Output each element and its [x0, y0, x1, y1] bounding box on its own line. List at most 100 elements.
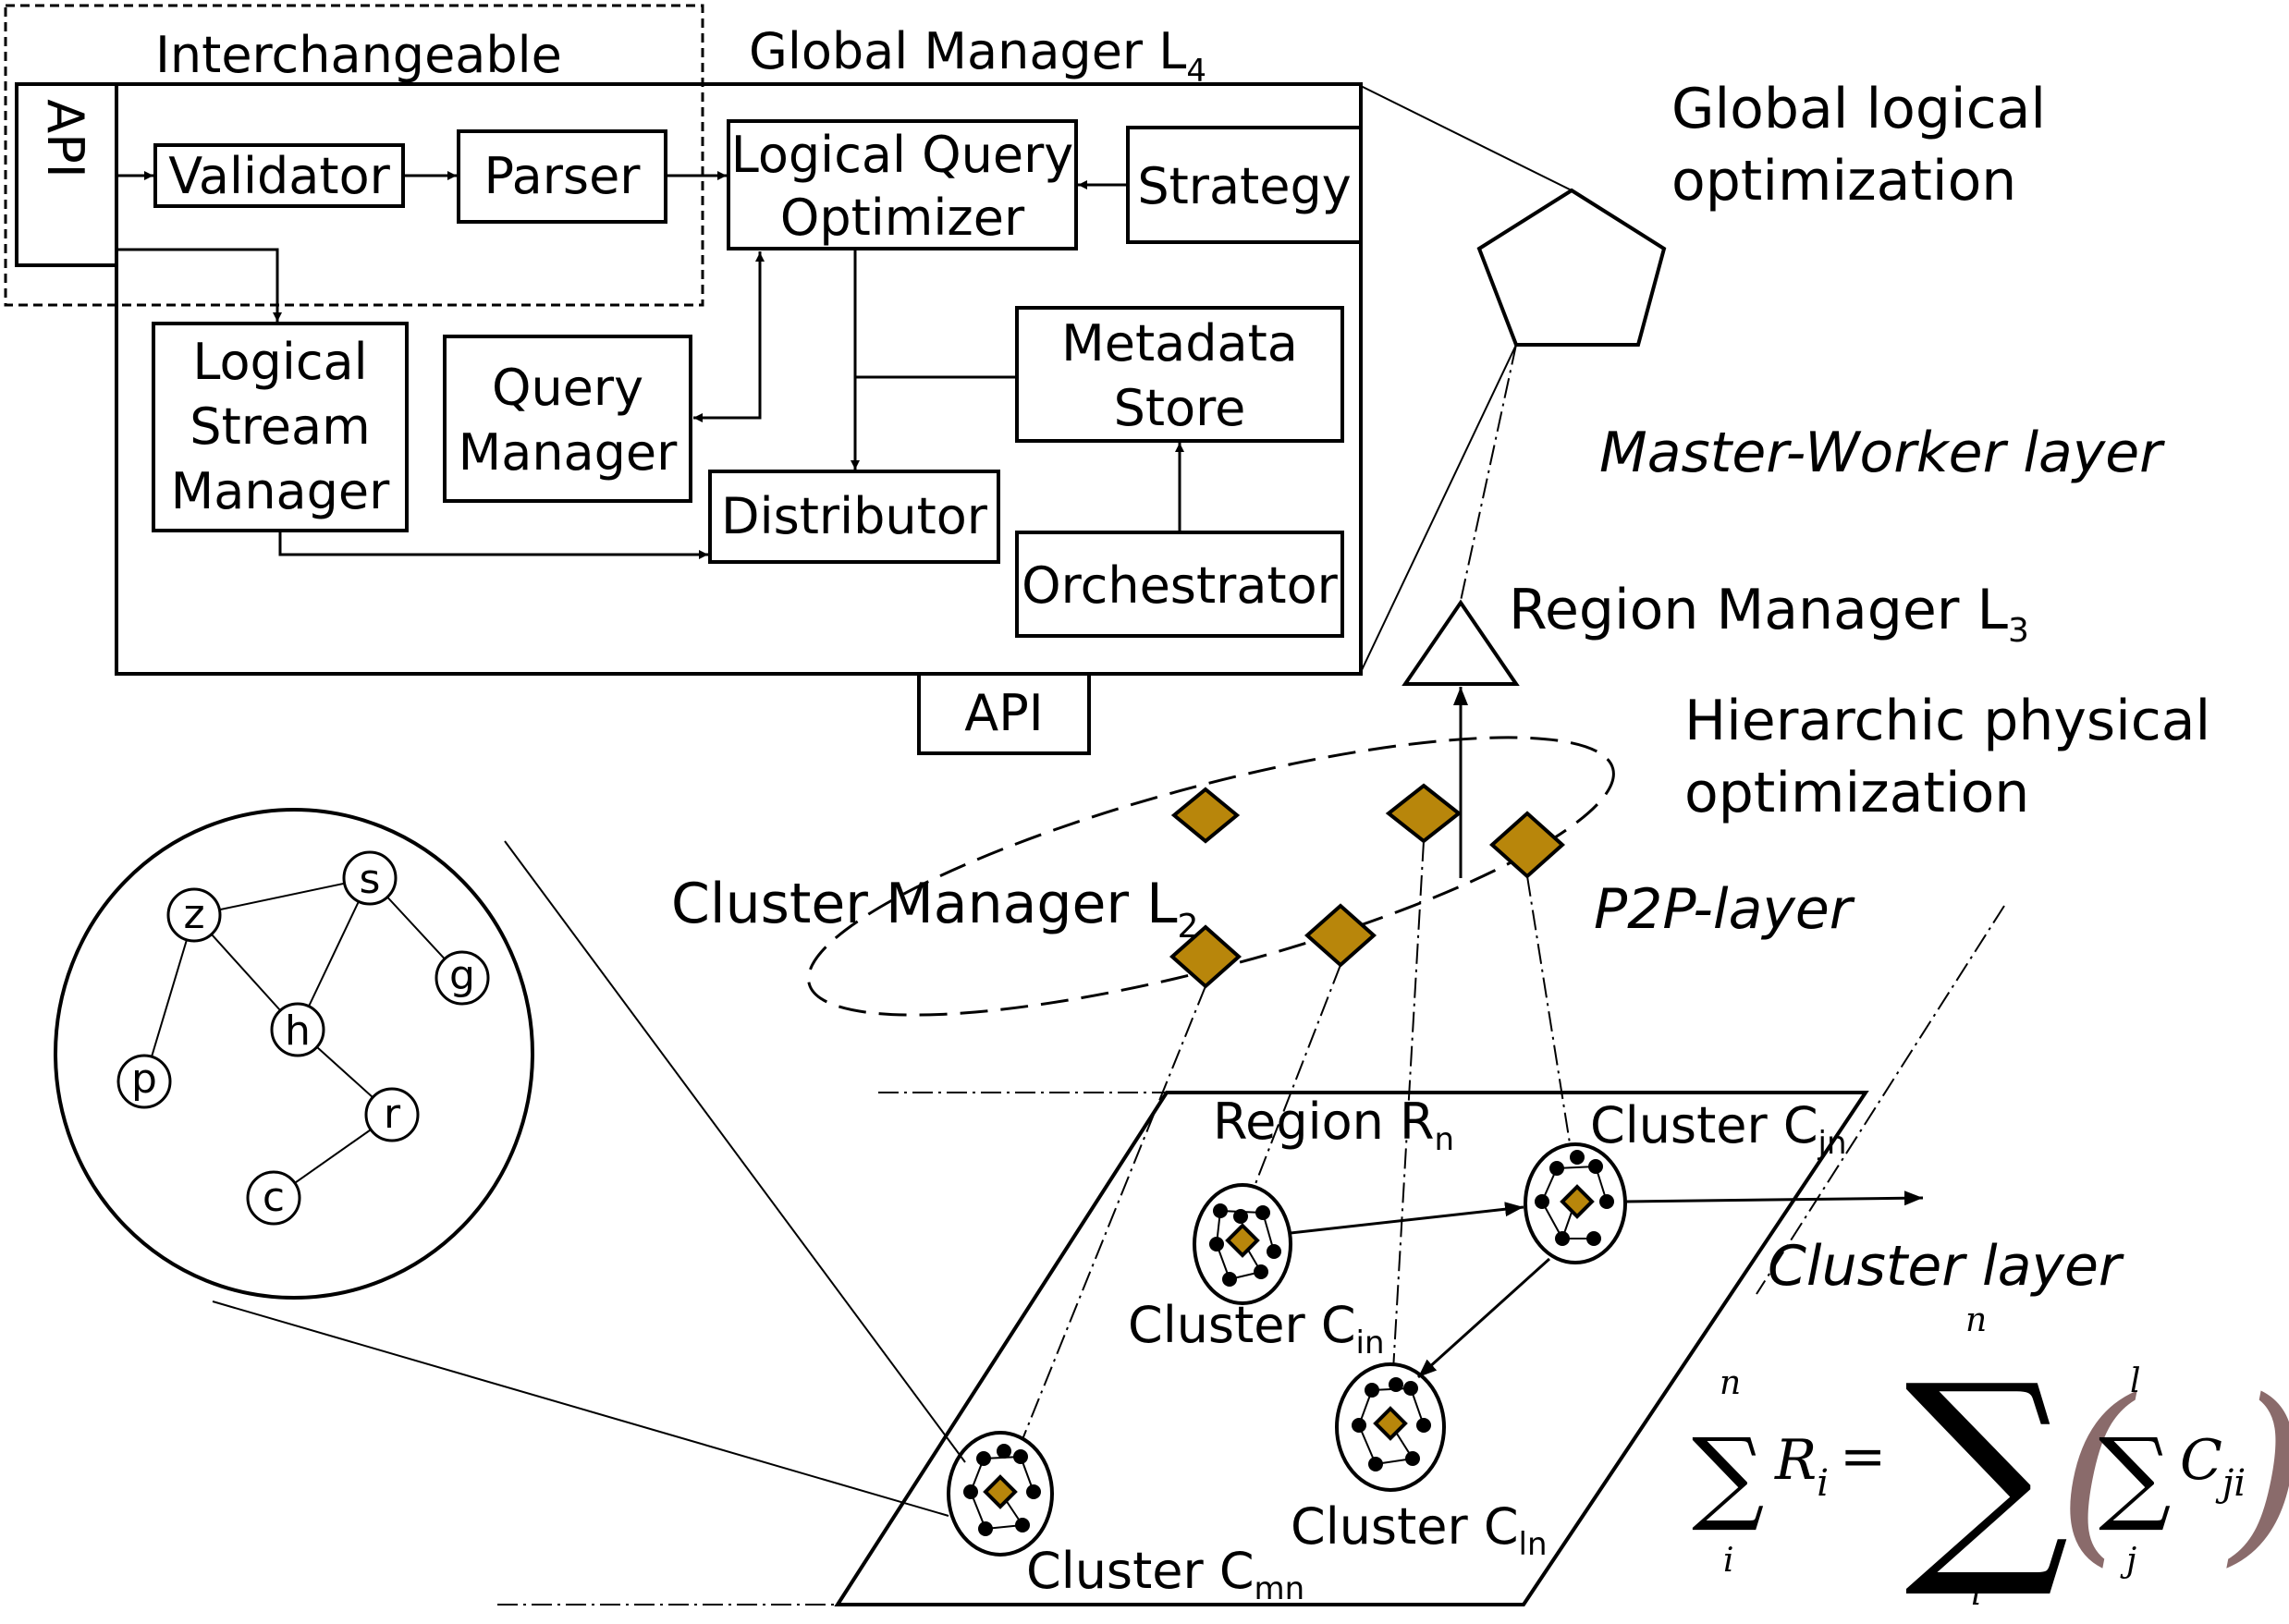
small-sum-upper: n: [1720, 1364, 1741, 1402]
logical-query-optimizer-label-2: Optimizer: [780, 189, 1025, 247]
global-logical-opt-label-2: optimization: [1671, 149, 2016, 214]
orchestrator-label: Orchestrator: [1022, 556, 1338, 615]
cluster-ln[interactable]: [1335, 1362, 1446, 1492]
graph-node-s-label: s: [360, 856, 381, 903]
close-paren: ): [2226, 1358, 2289, 1584]
graph-node-s: [342, 850, 398, 906]
query-manager-box[interactable]: [443, 335, 692, 503]
distributor-box[interactable]: [708, 470, 1000, 564]
inner-term: Cji: [2180, 1428, 2246, 1505]
distributor-label: Distributor: [721, 487, 988, 545]
validator-box[interactable]: [153, 143, 405, 208]
zoom-line-lower: [212, 1300, 949, 1517]
hierarchic-physical-label-2: optimization: [1684, 761, 2029, 825]
cluster-jn-label: Cluster Cjn: [1590, 1096, 1847, 1162]
global-manager-title: Global Manager L4: [749, 22, 1206, 90]
zoom-line-top: [1360, 85, 1573, 191]
graph-node-g-label: g: [449, 952, 475, 999]
hierarchy-levels: Global logical optimization Master-Worke…: [671, 77, 2210, 1463]
manager-link-jn: [1526, 875, 1574, 1167]
cluster-manager-node[interactable]: [1304, 903, 1377, 968]
cluster-mn-label: Cluster Cmn: [1026, 1542, 1304, 1607]
region-manager-triangle[interactable]: [1402, 599, 1520, 686]
api-bottom-box[interactable]: [917, 672, 1091, 755]
metadata-store-box[interactable]: [1015, 306, 1344, 443]
query-manager-label-2: Manager: [459, 423, 678, 482]
cluster-manager-node[interactable]: [1170, 787, 1241, 844]
global-manager-block: Interchangeable Global Manager L4 API Va…: [4, 4, 1363, 755]
cluster-manager-label: Cluster Manager L2: [671, 872, 1198, 946]
left-term: Ri: [1774, 1428, 1829, 1505]
cluster-jn-outgoing-arrow: [1624, 1191, 1924, 1206]
api-bottom-label: API: [964, 684, 1043, 742]
cluster-in-label: Cluster Cin: [1128, 1296, 1385, 1361]
region-manager-label: Region Manager L3: [1509, 578, 2029, 650]
graph-node-g: [435, 950, 490, 1006]
strategy-label: Strategy: [1137, 157, 1351, 215]
manager-link-ln: [1391, 840, 1425, 1387]
cluster-jn-head: [1560, 1184, 1595, 1219]
cluster-layer-label: Cluster layer: [1768, 1234, 2124, 1299]
logical-query-optimizer-box[interactable]: [727, 119, 1078, 250]
small-sum-lower: i: [1723, 1542, 1734, 1580]
cluster-jn-to-ln-arrow: [1416, 1257, 1551, 1379]
stream-manager-to-distributor-arrow: [278, 531, 708, 559]
metadata-store-label-1: Metadata: [1061, 314, 1298, 372]
api-to-stream-manager-arrow: [116, 248, 282, 322]
inner-sum-symbol: ∑: [2099, 1416, 2172, 1534]
global-manager-pentagon[interactable]: [1476, 188, 1667, 347]
open-paren: (: [2058, 1358, 2137, 1584]
hierarchic-physical-label-1: Hierarchic physical: [1684, 689, 2210, 753]
graph-node-p-label: p: [131, 1056, 157, 1103]
global-logical-opt-label-1: Global logical: [1671, 77, 2046, 141]
region-parallelogram: [834, 1091, 1869, 1606]
big-sum-upper: n: [1965, 1301, 1987, 1339]
cluster-manager-node[interactable]: [1385, 783, 1463, 844]
cluster-ln-label: Cluster Cln: [1291, 1497, 1548, 1563]
cluster-mn[interactable]: [947, 1431, 1054, 1557]
cluster-manager-node[interactable]: [1489, 811, 1565, 879]
zoom-line-upper: [504, 840, 966, 1463]
api-side-label: API: [36, 99, 94, 177]
cluster-in-head: [1225, 1223, 1260, 1258]
cluster-jn[interactable]: [1524, 1142, 1627, 1264]
parser-label: Parser: [484, 147, 642, 205]
logical-stream-manager-label-3: Manager: [171, 462, 390, 520]
logical-stream-manager-label-2: Stream: [190, 397, 370, 456]
metadata-store-label-2: Store: [1114, 379, 1246, 437]
strategy-box[interactable]: [1126, 126, 1363, 244]
p2p-ring: [807, 736, 1615, 1017]
api-side-box[interactable]: [15, 82, 118, 267]
logical-query-optimizer-label-1: Logical Query: [731, 126, 1074, 184]
big-sum-lower: i: [1971, 1575, 1982, 1613]
graph-node-r: [364, 1087, 420, 1142]
validator-label: Validator: [168, 147, 390, 205]
graph-node-c: [246, 1170, 301, 1226]
zoom-line-bottom: [1360, 344, 1517, 673]
region-to-global-link: [1460, 344, 1517, 602]
sum-formula: ∑ n i Ri = ∑ n i ( ∑ l j Cji ): [1692, 1301, 2289, 1613]
master-worker-layer-label: Master-Worker layer: [1599, 421, 2165, 485]
region-plane: Region Rn Cluster Cjn Cluster Cin Cluste…: [497, 905, 2124, 1607]
big-sum-symbol: ∑: [1904, 1335, 2069, 1604]
graph-node-h: [270, 1002, 325, 1057]
interchangeable-region: [4, 4, 704, 307]
cluster-in-to-jn-arrow: [1290, 1202, 1524, 1235]
small-sum-symbol: ∑: [1692, 1416, 1765, 1534]
logical-stream-manager-box[interactable]: [152, 322, 409, 532]
inner-sum-upper: l: [2130, 1362, 2141, 1400]
orchestrator-box[interactable]: [1015, 531, 1344, 638]
manager-link-mn: [1012, 985, 1206, 1463]
cluster-ln-head: [1373, 1406, 1408, 1441]
interchangeable-label: Interchangeable: [155, 26, 562, 84]
graph-zoom: s z g h p r c: [54, 808, 966, 1517]
graph-node-z: [166, 887, 222, 943]
equals-sign: =: [1840, 1424, 1886, 1489]
region-label: Region Rn: [1213, 1093, 1454, 1158]
logical-stream-manager-label-1: Logical: [192, 333, 367, 391]
cluster-in[interactable]: [1193, 1183, 1292, 1305]
p2p-layer-label: P2P-layer: [1594, 877, 1855, 942]
cluster-mn-head: [983, 1474, 1018, 1509]
graph-node-c-label: c: [263, 1174, 285, 1221]
